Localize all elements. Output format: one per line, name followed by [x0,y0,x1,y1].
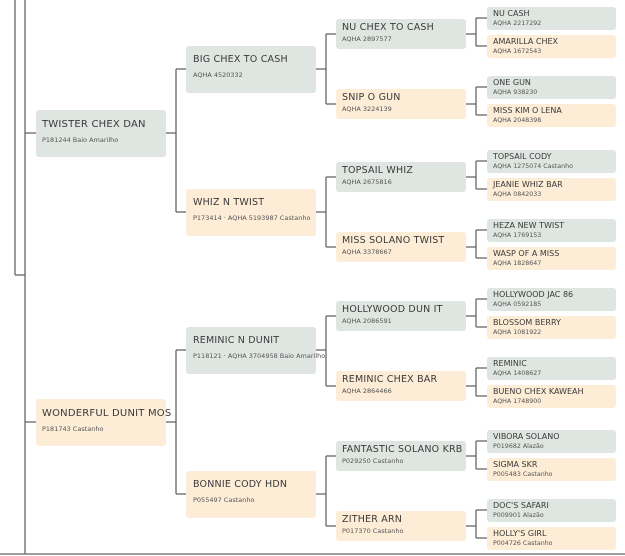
horse-name: ZITHER ARN [342,514,403,525]
horse-name: WHIZ N TWIST [193,197,265,208]
horse-registration: AQHA 3224139 [342,105,392,113]
horse-name: REMINIC N DUNIT [193,335,280,346]
horse-name: ONE GUN [493,78,531,87]
ancestor-card[interactable]: MISS KIM O LENA AQHA 2048398 [487,104,616,127]
horse-registration: P181743 Castanho [42,425,104,433]
horse-name: WASP OF A MISS [493,249,560,258]
paternal-grandsire-card[interactable]: BIG CHEX TO CASH AQHA 4520332 [186,46,316,93]
horse-name: WONDERFUL DUNIT MOS [42,408,172,419]
ancestor-card[interactable]: VIBORA SOLANO P019682 Alazão [487,430,616,453]
maternal-granddam-card[interactable]: BONNIE CODY HDN P055497 Castanho [186,471,316,518]
horse-name: JEANIE WHIZ BAR [493,180,563,189]
horse-name: MISS KIM O LENA [493,106,562,115]
ancestor-card[interactable]: HOLLYWOOD JAC 86 AQHA 0592185 [487,288,616,311]
horse-registration: P009901 Alazão [493,512,544,519]
horse-registration: AQHA 2864466 [342,387,392,395]
horse-name: TOPSAIL WHIZ [342,165,414,176]
ancestor-card[interactable]: AMARILLA CHEX AQHA 1672543 [487,35,616,58]
horse-registration: P005483 Castanho [493,471,553,478]
horse-registration: AQHA 3378667 [342,248,392,256]
great-grandparent-card[interactable]: SNIP O GUN AQHA 3224139 [336,89,466,119]
horse-name: NU CASH [493,9,530,18]
horse-name: BIG CHEX TO CASH [193,54,288,65]
ancestor-card[interactable]: SIGMA SKR P005483 Castanho [487,458,616,481]
horse-name: BLOSSOM BERRY [493,318,561,327]
ancestor-card[interactable]: NU CASH AQHA 2217292 [487,7,616,30]
horse-registration: AQHA 0592185 [493,301,542,308]
ancestor-card[interactable]: HEZA NEW TWIST AQHA 1769153 [487,219,616,242]
maternal-grandsire-card[interactable]: REMINIC N DUNIT P118121 · AQHA 3704958 B… [186,327,326,374]
horse-name: AMARILLA CHEX [493,37,559,46]
horse-registration: P173414 · AQHA 5193987 Castanho [193,214,311,222]
horse-registration: P055497 Castanho [193,496,255,504]
horse-registration: AQHA 1408627 [493,370,542,377]
great-grandparent-card[interactable]: ZITHER ARN P017370 Castanho [336,511,466,541]
horse-registration: AQHA 2086591 [342,317,392,325]
dam-card[interactable]: WONDERFUL DUNIT MOS P181743 Castanho [36,399,172,446]
ancestor-card[interactable]: REMINIC AQHA 1408627 [487,357,616,380]
ancestor-card[interactable]: ONE GUN AQHA 938230 [487,76,616,99]
horse-name: TOPSAIL CODY [493,152,552,161]
great-grandparent-card[interactable]: MISS SOLANO TWIST AQHA 3378667 [336,232,466,262]
great-grandparent-card[interactable]: TOPSAIL WHIZ AQHA 2675816 [336,162,466,192]
horse-registration: AQHA 2048398 [493,117,542,124]
horse-registration: AQHA 938230 [493,89,538,96]
ancestor-card[interactable]: TOPSAIL CODY AQHA 1275074 Castanho [487,150,616,173]
horse-name: TWISTER CHEX DAN [42,119,146,130]
horse-registration: AQHA 2217292 [493,20,542,27]
sire-card[interactable]: TWISTER CHEX DAN P181244 Baio Amarilho [36,110,166,157]
horse-registration: AQHA 2897577 [342,35,392,43]
horse-registration: AQHA 1769153 [493,232,542,239]
horse-name: VIBORA SOLANO [493,432,560,441]
horse-name: HEZA NEW TWIST [493,221,565,230]
horse-name: FANTASTIC SOLANO KRB [342,444,463,455]
horse-registration: P019682 Alazão [493,443,544,450]
paternal-granddam-card[interactable]: WHIZ N TWIST P173414 · AQHA 5193987 Cast… [186,189,316,236]
horse-registration: AQHA 1672543 [493,48,542,55]
ancestor-card[interactable]: BLOSSOM BERRY AQHA 1081922 [487,316,616,339]
horse-name: SNIP O GUN [342,92,401,103]
horse-registration: P118121 · AQHA 3704958 Baio Amarilho [193,352,326,360]
ancestor-card[interactable]: JEANIE WHIZ BAR AQHA 0842033 [487,178,616,201]
horse-name: SIGMA SKR [493,460,538,469]
horse-name: REMINIC CHEX BAR [342,374,438,385]
horse-name: REMINIC [493,359,527,368]
horse-registration: P181244 Baio Amarilho [42,136,119,144]
horse-name: BUENO CHEX KAWEAH [493,387,584,396]
horse-registration: P004726 Castanho [493,540,553,547]
horse-registration: AQHA 2675816 [342,178,392,186]
horse-registration: AQHA 1081922 [493,329,542,336]
great-grandparent-card[interactable]: NU CHEX TO CASH AQHA 2897577 [336,19,466,49]
horse-name: NU CHEX TO CASH [342,22,434,33]
great-grandparent-card[interactable]: FANTASTIC SOLANO KRB P029250 Castanho [336,441,466,471]
horse-name: HOLLYWOOD JAC 86 [493,290,574,299]
horse-name: HOLLYWOOD DUN IT [342,304,443,315]
ancestor-card[interactable]: WASP OF A MISS AQHA 1828647 [487,247,616,270]
horse-name: BONNIE CODY HDN [193,479,288,490]
great-grandparent-card[interactable]: HOLLYWOOD DUN IT AQHA 2086591 [336,301,466,331]
horse-registration: P029250 Castanho [342,457,404,465]
horse-registration: P017370 Castanho [342,527,404,535]
horse-name: HOLLY'S GIRL [493,529,547,538]
horse-registration: AQHA 1748900 [493,398,542,405]
great-grandparent-card[interactable]: REMINIC CHEX BAR AQHA 2864466 [336,371,466,401]
horse-name: DOC'S SAFARI [493,501,549,510]
ancestor-card[interactable]: DOC'S SAFARI P009901 Alazão [487,499,616,522]
horse-registration: AQHA 1828647 [493,260,542,267]
horse-name: MISS SOLANO TWIST [342,235,445,246]
horse-registration: AQHA 0842033 [493,191,542,198]
horse-registration: AQHA 4520332 [193,71,243,79]
ancestor-card[interactable]: HOLLY'S GIRL P004726 Castanho [487,527,616,550]
ancestor-card[interactable]: BUENO CHEX KAWEAH AQHA 1748900 [487,385,616,408]
horse-registration: AQHA 1275074 Castanho [493,163,573,170]
